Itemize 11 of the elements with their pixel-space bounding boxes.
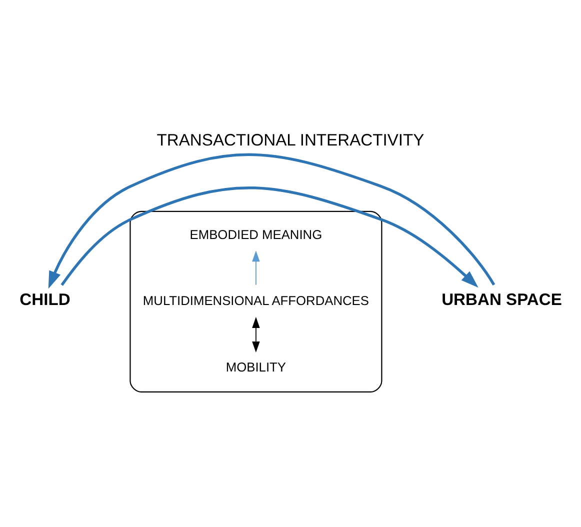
- diagram-title: TRANSACTIONAL INTERACTIVITY: [156, 130, 424, 150]
- arrow: [60, 186, 478, 288]
- node-text: MULTIDIMENSIONAL AFFORDANCES: [142, 292, 369, 308]
- arrow: [252, 250, 260, 285]
- arrow: [252, 316, 260, 352]
- node-text: MOBILITY: [226, 358, 286, 374]
- node-text: CHILD: [20, 289, 70, 308]
- cluster: [130, 210, 382, 392]
- arrow: [48, 152, 496, 288]
- node-text: URBAN SPACE: [442, 289, 562, 308]
- node-text: EMBODIED MEANING: [190, 226, 322, 242]
